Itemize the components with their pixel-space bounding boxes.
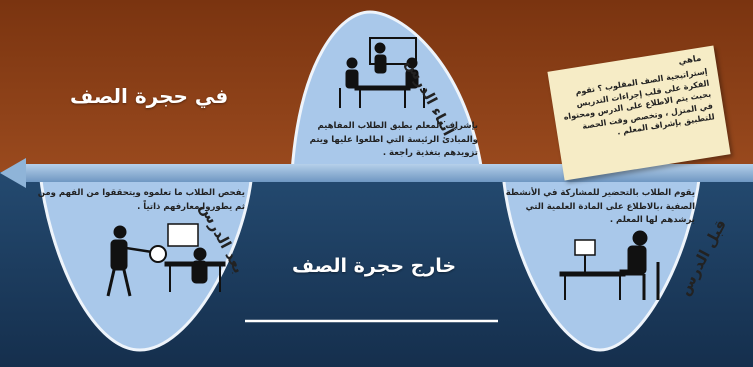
during-lens: [290, 10, 484, 174]
note-body: إستراتيجية الصف المقلوب ؟ تقوم الفكرة عل…: [563, 66, 716, 137]
after-text: يفحص الطلاب ما تعلموه ويتحققوا من الفهم …: [37, 188, 245, 212]
student-computer-icon: [559, 230, 660, 300]
during-text: بإشراف المعلم يطبق الطلاب المفاهيم والمب…: [309, 121, 478, 158]
before-lens: [501, 170, 702, 352]
out-class-label: خارج حجرة الصف: [292, 255, 457, 277]
after-lens: [38, 170, 254, 352]
timeline-arrow-head: [0, 158, 26, 188]
before-text: يقوم الطلاب بالتحضير للمشاركة في الأنشطة…: [505, 188, 695, 225]
group-discussion-icon: [339, 37, 425, 108]
student-globe-icon: [106, 223, 226, 297]
note-title: ماهي: [677, 53, 703, 68]
in-class-label: في حجرة الصف: [70, 84, 229, 108]
